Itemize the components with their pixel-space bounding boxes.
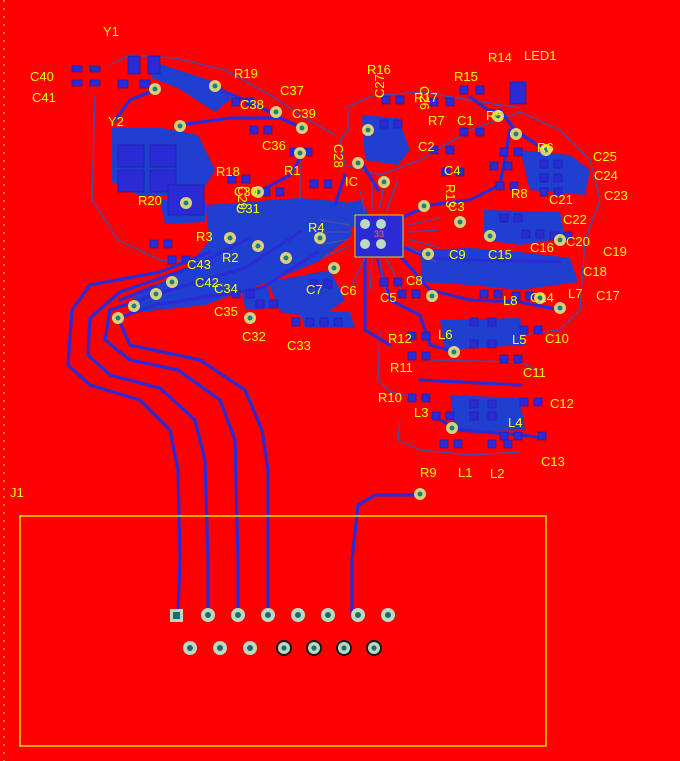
- label-c29: C29: [235, 186, 250, 210]
- label-l5: L5: [512, 332, 526, 347]
- label-c19: C19: [603, 244, 627, 259]
- ic-fanout: [317, 179, 441, 293]
- label-c39: C39: [292, 106, 316, 121]
- label-c2: C2: [418, 139, 435, 154]
- label-c42: C42: [195, 275, 219, 290]
- label-r16: R16: [367, 62, 391, 77]
- label-c10: C10: [545, 331, 569, 346]
- label-l7: L7: [568, 286, 582, 301]
- label-c32: C32: [242, 329, 266, 344]
- label-r10: R10: [378, 390, 402, 405]
- label-r9: R9: [420, 465, 437, 480]
- label-c40: C40: [30, 69, 54, 84]
- label-l8: L8: [503, 293, 517, 308]
- label-c8: C8: [406, 273, 423, 288]
- label-c23: C23: [604, 188, 628, 203]
- label-c12: C12: [550, 396, 574, 411]
- label-c7: C7: [306, 282, 323, 297]
- label-c14: C14: [530, 290, 554, 305]
- outline-traces: [91, 54, 601, 456]
- label-r19: R19: [234, 66, 258, 81]
- ic-chip[interactable]: 33: [354, 214, 404, 258]
- label-r15: R15: [454, 69, 478, 84]
- label-r1: R1: [284, 163, 301, 178]
- label-r11: R11: [390, 360, 413, 375]
- ic-label: IC: [345, 174, 358, 189]
- label-c43: C43: [187, 257, 211, 272]
- label-y2: Y2: [108, 114, 124, 129]
- label-r12: R12: [388, 331, 412, 346]
- label-c25: C25: [593, 149, 617, 164]
- label-r4: R4: [308, 220, 325, 235]
- label-c37: C37: [280, 83, 304, 98]
- label-c20: C20: [566, 234, 590, 249]
- label-l2: L2: [490, 466, 504, 481]
- ic-center-text: 33: [374, 229, 384, 239]
- label-c3: C3: [448, 199, 465, 214]
- bus-traces: [66, 230, 422, 616]
- label-c38: C38: [240, 97, 264, 112]
- label-c35: C35: [214, 304, 238, 319]
- label-l6: L6: [438, 327, 452, 342]
- silkscreen-labels: Y1 C40 C41 Y2 R19 C37 C38 C39 C36 C28 R1…: [10, 24, 628, 500]
- label-c4: C4: [444, 163, 461, 178]
- connector-label: J1: [10, 485, 24, 500]
- label-r14: R14: [488, 50, 512, 65]
- connector-pins[interactable]: [170, 608, 395, 656]
- label-c24: C24: [594, 168, 618, 183]
- label-r13: R13: [443, 184, 458, 208]
- label-l4: L4: [508, 415, 522, 430]
- label-y1: Y1: [103, 24, 119, 39]
- label-c11: C11: [523, 365, 546, 380]
- label-c5: C5: [380, 290, 397, 305]
- label-r7: R7: [428, 113, 445, 128]
- label-c41: C41: [32, 90, 56, 105]
- label-c16: C16: [530, 240, 554, 255]
- label-r5: R5: [486, 108, 503, 123]
- label-r3: R3: [196, 229, 213, 244]
- connector-j1-outline: [19, 515, 547, 747]
- label-c6: C6: [340, 283, 357, 298]
- label-r18: R18: [216, 164, 240, 179]
- label-c17: C17: [596, 288, 620, 303]
- label-led1: LED1: [524, 48, 557, 63]
- label-c28: C28: [331, 144, 346, 168]
- label-l3: L3: [414, 405, 428, 420]
- label-r6: R6: [537, 140, 554, 155]
- label-r17: R17: [414, 90, 438, 105]
- label-c15: C15: [488, 247, 512, 262]
- label-r2: R2: [222, 250, 239, 265]
- label-c34: C34: [214, 281, 238, 296]
- label-c31: C31: [236, 201, 260, 216]
- label-c26: C26: [417, 86, 432, 110]
- label-c21: C21: [549, 192, 573, 207]
- label-c27: C27: [372, 74, 387, 98]
- label-c1: C1: [457, 113, 474, 128]
- label-c36: C36: [262, 138, 286, 153]
- label-c18: C18: [583, 264, 607, 279]
- label-c33: C33: [287, 338, 311, 353]
- misc-traces: [113, 86, 562, 440]
- vias: [112, 80, 566, 500]
- label-l1: L1: [458, 465, 472, 480]
- label-c22: C22: [563, 212, 587, 227]
- label-c13: C13: [541, 454, 565, 469]
- label-r20: R20: [138, 193, 162, 208]
- label-c9: C9: [449, 247, 466, 262]
- label-c30: C30: [234, 184, 258, 199]
- label-r8: R8: [511, 186, 528, 201]
